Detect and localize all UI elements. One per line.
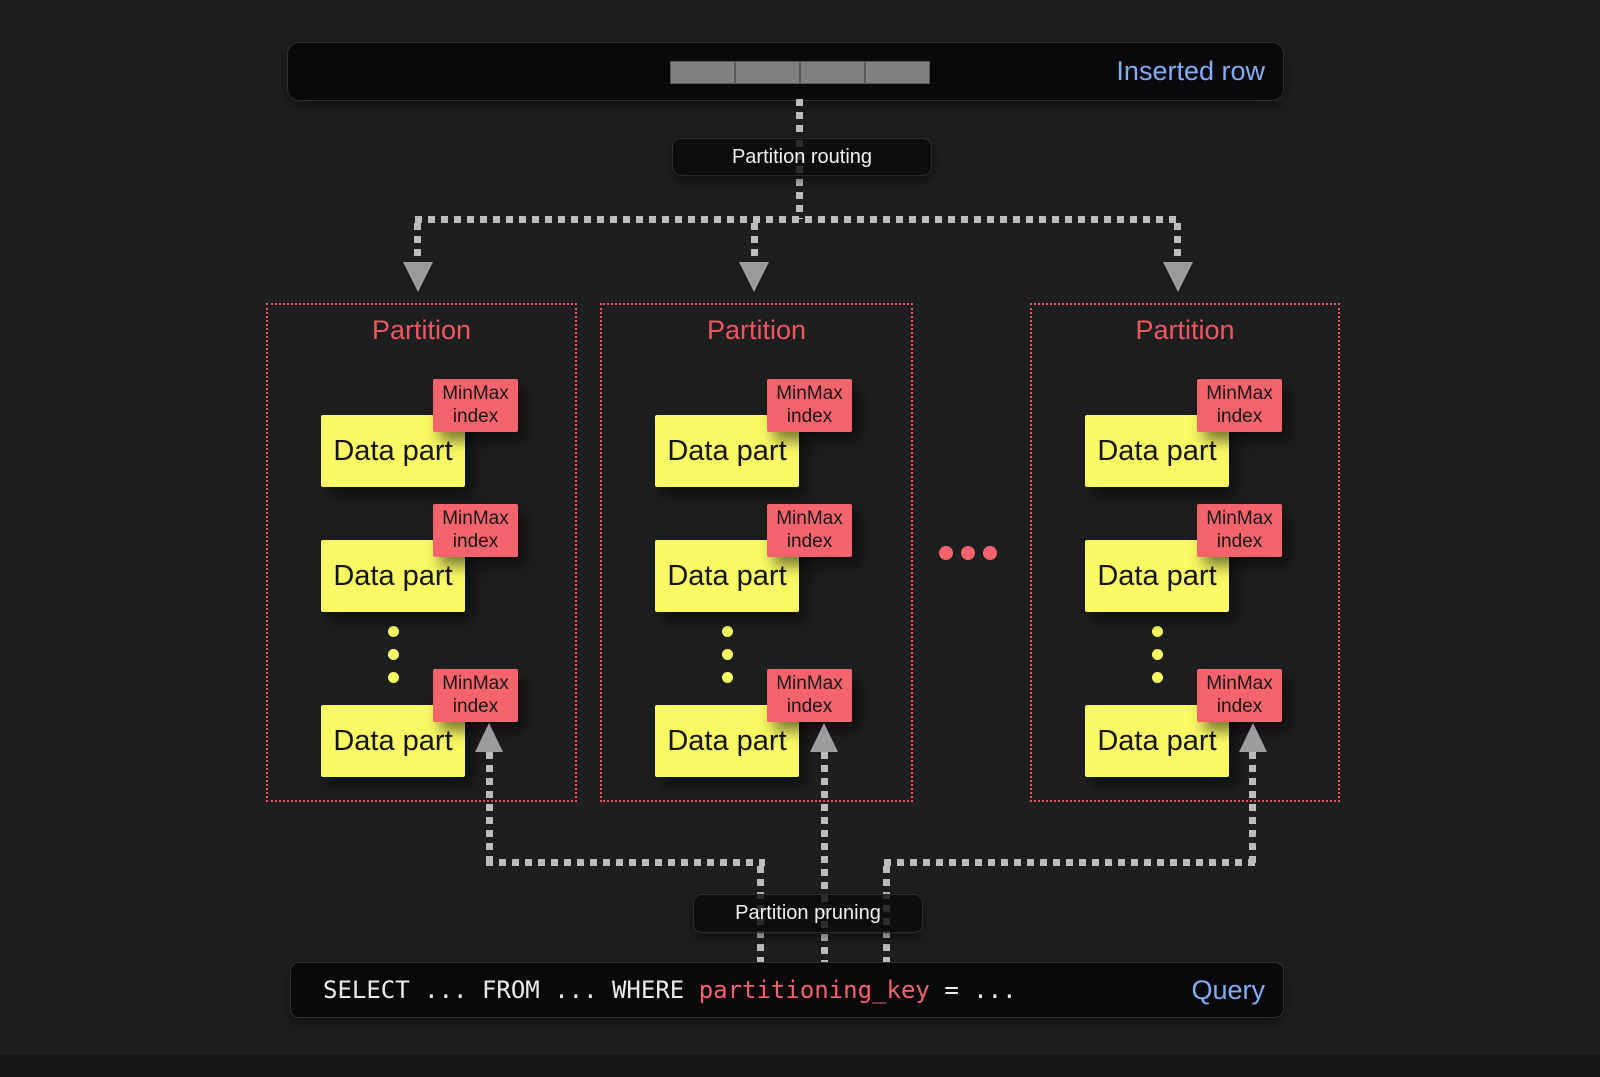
minmax-index-tag: MinMax index: [433, 669, 518, 722]
partition-ellipsis-dot: [939, 546, 953, 560]
sql-text: SELECT ... FROM ... WHERE partitioning_k…: [323, 963, 1017, 1017]
partition-title: Partition: [371, 315, 472, 345]
vertical-ellipsis-dot: [1152, 672, 1163, 683]
minmax-index-tag: MinMax index: [433, 504, 518, 557]
down-arrowhead-icon: [739, 262, 769, 292]
sql-suffix: = ...: [929, 976, 1017, 1004]
dotted-line: [821, 752, 828, 962]
pruning-label: Partition pruning: [693, 894, 923, 933]
row-cell: [800, 61, 865, 84]
partition-box: Partition Data part MinMax index Data pa…: [1030, 303, 1340, 802]
dotted-line: [1249, 752, 1256, 864]
minmax-index-tag: MinMax index: [1197, 504, 1282, 557]
data-part-box: Data part: [1085, 415, 1229, 487]
partition-ellipsis-dot: [961, 546, 975, 560]
vertical-ellipsis-dot: [722, 626, 733, 637]
minmax-index-tag: MinMax index: [767, 379, 852, 432]
dotted-line: [486, 752, 493, 864]
dotted-line: [415, 216, 1182, 223]
query-box: SELECT ... FROM ... WHERE partitioning_k…: [290, 962, 1284, 1018]
down-arrowhead-icon: [1163, 262, 1193, 292]
sql-prefix: SELECT ... FROM ... WHERE: [323, 976, 699, 1004]
up-arrowhead-icon: [1239, 723, 1267, 752]
dotted-line: [1174, 223, 1181, 262]
vertical-ellipsis-dot: [722, 672, 733, 683]
dotted-line: [751, 223, 758, 262]
data-part-box: Data part: [321, 705, 465, 777]
down-arrowhead-icon: [403, 262, 433, 292]
vertical-ellipsis-dot: [1152, 626, 1163, 637]
minmax-index-tag: MinMax index: [433, 379, 518, 432]
dotted-line: [884, 859, 1256, 866]
dotted-line: [796, 140, 803, 219]
inserted-row-box: Inserted row: [287, 42, 1284, 101]
partition-ellipsis-dot: [983, 546, 997, 560]
minmax-index-tag: MinMax index: [767, 504, 852, 557]
partition-title: Partition: [706, 315, 807, 345]
partition-box: Partition Data part MinMax index Data pa…: [600, 303, 913, 802]
routing-label: Partition routing: [672, 138, 932, 176]
vertical-ellipsis-dot: [388, 672, 399, 683]
vertical-ellipsis-dot: [722, 649, 733, 660]
vertical-ellipsis-dot: [388, 626, 399, 637]
dotted-line: [414, 223, 421, 262]
partition-box: Partition Data part MinMax index Data pa…: [266, 303, 577, 802]
up-arrowhead-icon: [810, 723, 838, 752]
minmax-index-tag: MinMax index: [1197, 669, 1282, 722]
footer-strip: [0, 1055, 1600, 1077]
partition-title: Partition: [1135, 315, 1235, 345]
minmax-index-tag: MinMax index: [767, 669, 852, 722]
minmax-index-tag: MinMax index: [1197, 379, 1282, 432]
vertical-ellipsis-dot: [1152, 649, 1163, 660]
inserted-row-label: Inserted row: [1116, 56, 1265, 86]
dotted-line: [796, 99, 803, 136]
row-cell: [670, 61, 735, 84]
row-cell: [735, 61, 800, 84]
inserted-row-cells: [670, 61, 930, 84]
query-label: Query: [1191, 974, 1265, 1005]
up-arrowhead-icon: [475, 723, 503, 752]
sql-partitioning-key: partitioning_key: [698, 976, 930, 1004]
vertical-ellipsis-dot: [388, 649, 399, 660]
row-cell: [865, 61, 930, 84]
dotted-line: [486, 859, 765, 866]
